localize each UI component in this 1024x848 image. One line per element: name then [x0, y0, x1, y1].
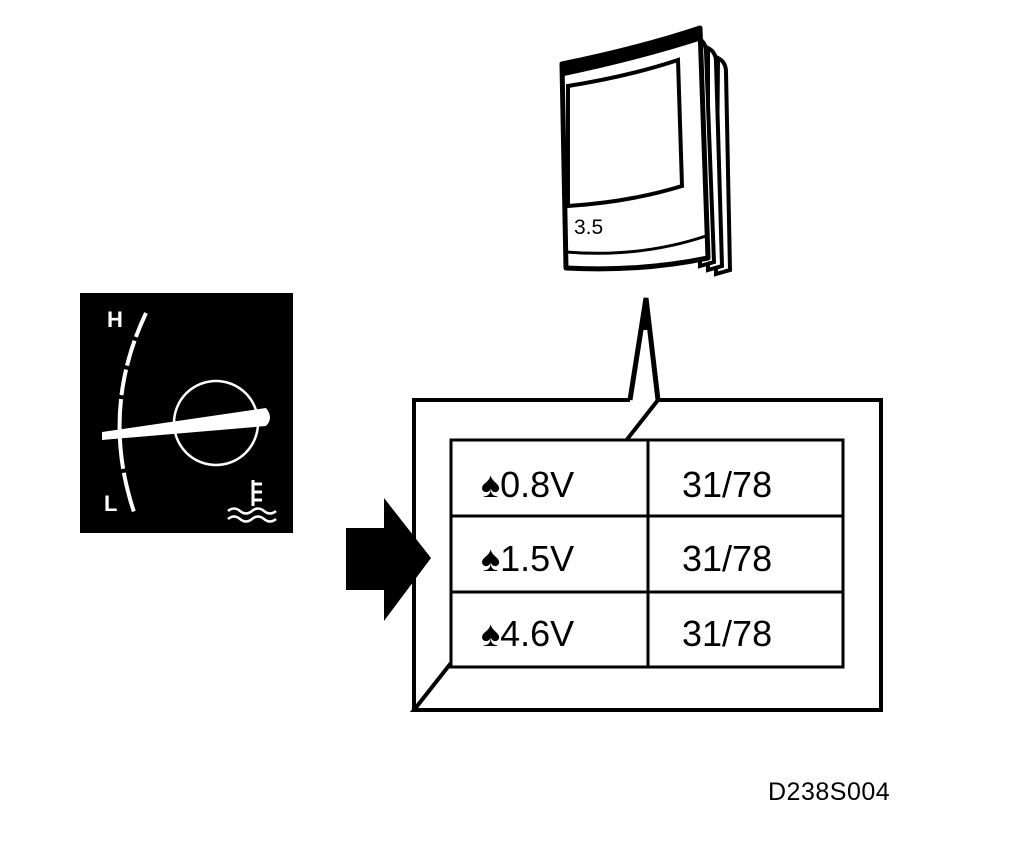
figure-code: D238S004: [768, 778, 891, 806]
voltage-cell: ♠4.6V: [481, 613, 574, 654]
manual-page-label: 3.5: [574, 216, 603, 239]
voltage-cell: ♠1.5V: [481, 538, 574, 579]
voltage-table: [449, 438, 845, 669]
gauge-label-low: L: [104, 491, 117, 516]
coolant-temperature-icon: [227, 480, 277, 523]
manual-booklet-icon: [559, 25, 733, 277]
table-row: ♠0.8V 31/78: [481, 464, 772, 505]
voltage-cell: ♠0.8V: [481, 464, 574, 505]
value-cell: 31/78: [682, 464, 772, 505]
gauge-needle: [102, 408, 270, 440]
table-row: ♠4.6V 31/78: [481, 613, 772, 654]
value-cell: 31/78: [682, 538, 772, 579]
arrow-right-icon: [346, 498, 431, 621]
value-cell: 31/78: [682, 613, 772, 654]
gauge-label-high: H: [107, 307, 123, 332]
table-row: ♠1.5V 31/78: [481, 538, 772, 579]
